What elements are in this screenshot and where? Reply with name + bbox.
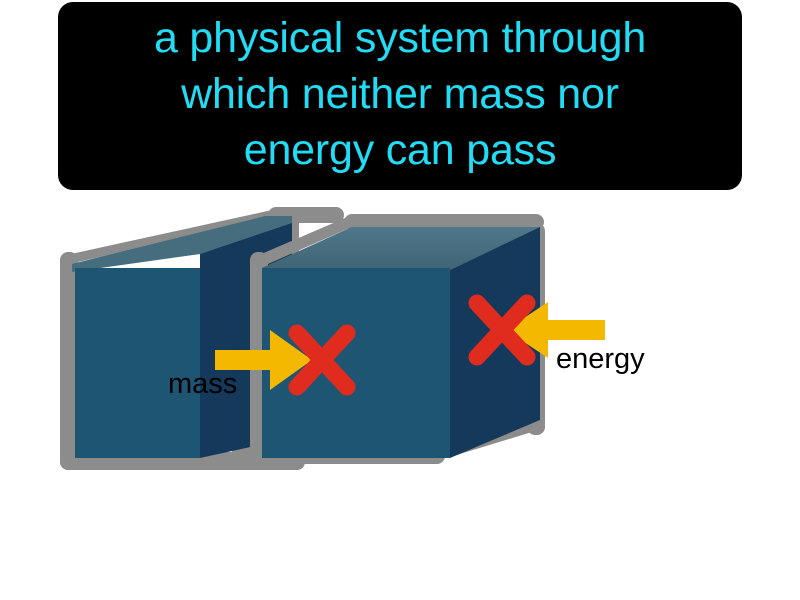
- energy-label: energy: [556, 343, 645, 375]
- energy-blocked-x-icon: [468, 294, 536, 366]
- mass-blocked-x-icon: [288, 324, 356, 396]
- definition-line-3: energy can pass: [243, 126, 557, 174]
- diagram-vector-layer: [215, 214, 605, 464]
- cube-top-highlight: [262, 227, 540, 270]
- isolated-system-diagram: mass energy: [0, 190, 800, 600]
- mass-label: mass: [168, 368, 238, 400]
- cube-face-front: [75, 268, 200, 458]
- definition-line-2: which neither mass nor: [181, 70, 619, 118]
- mass-arrow-glyph: [215, 330, 312, 390]
- definition-line-1: a physical system through: [153, 14, 647, 62]
- energy-arrow-glyph: [506, 302, 605, 358]
- definition-banner: a physical system through which neither …: [58, 2, 742, 190]
